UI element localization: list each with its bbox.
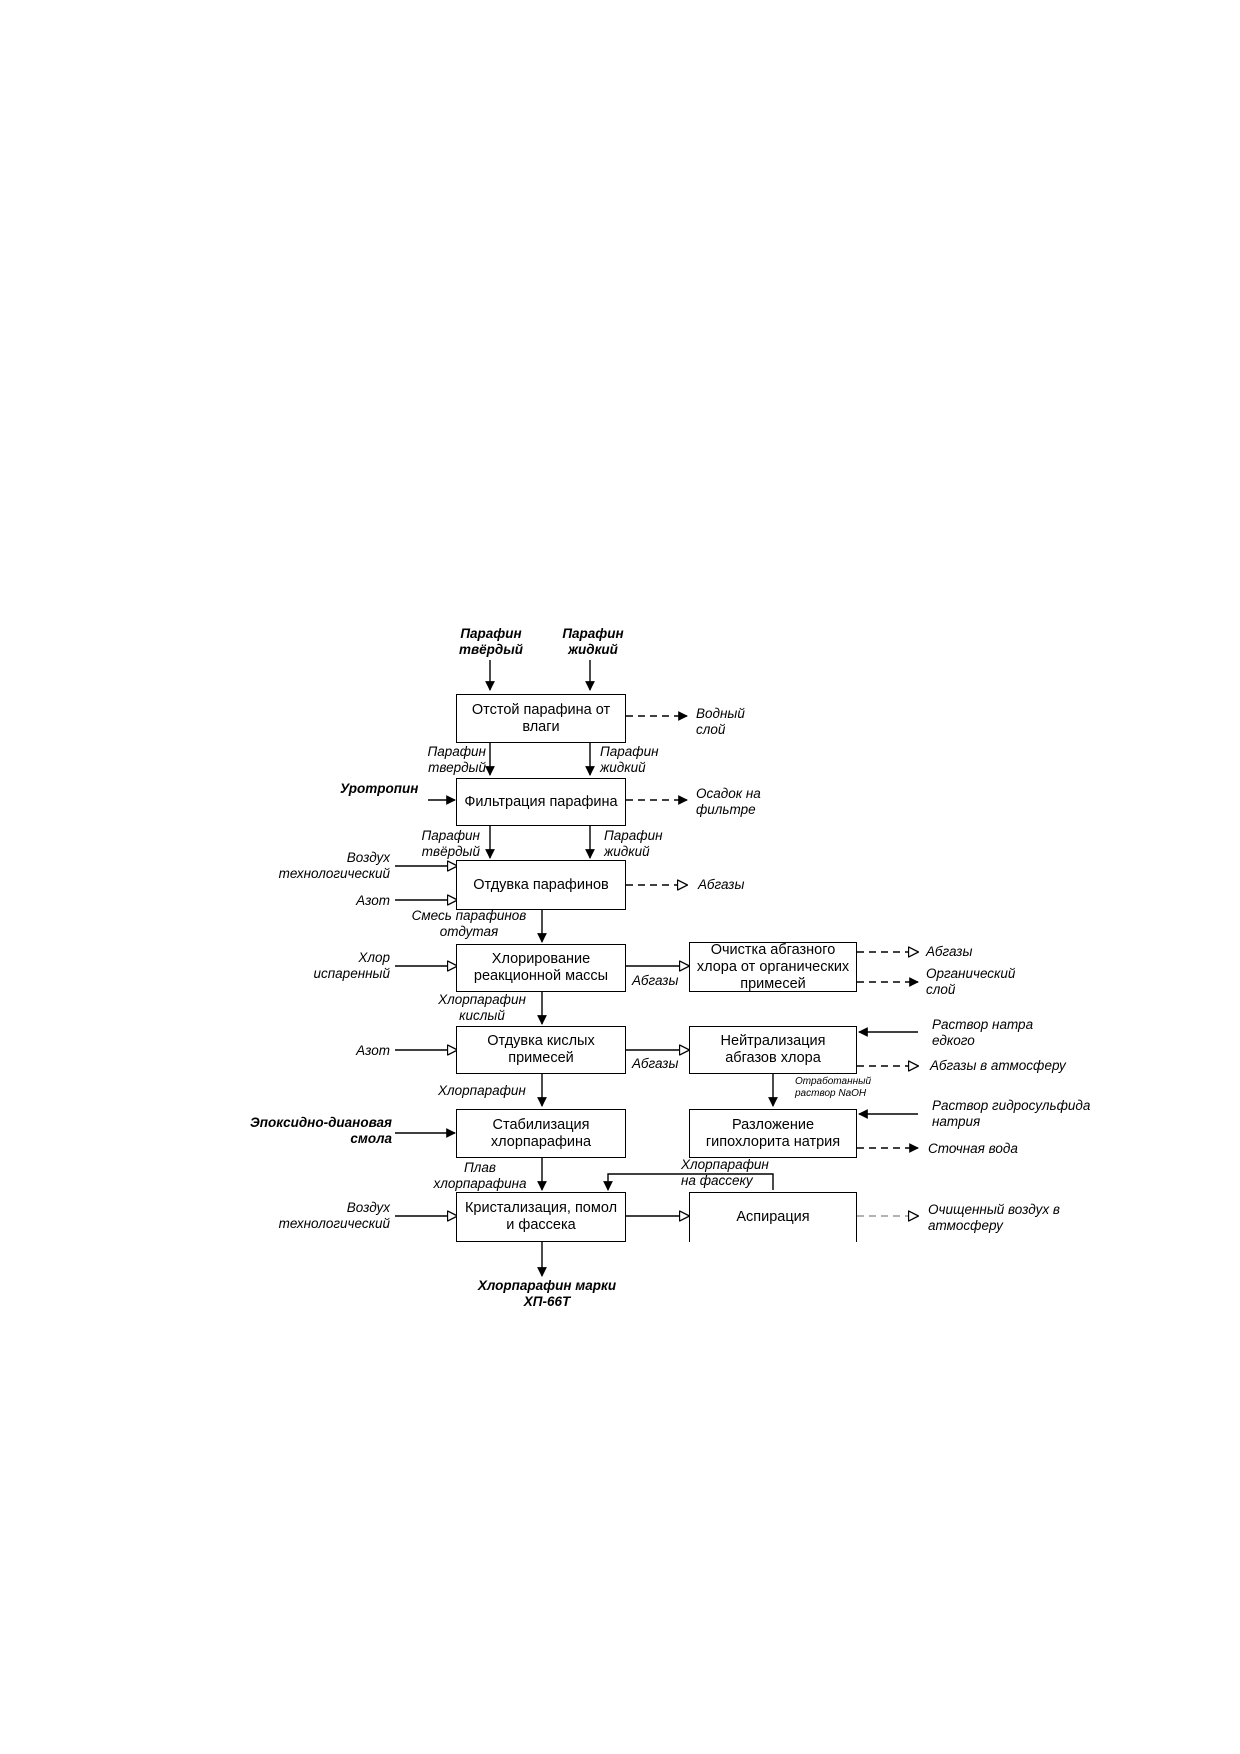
box-neutralization: Нейтрализация абгазов хлора <box>689 1026 857 1074</box>
label-nitrogen-2: Азот <box>356 1043 390 1058</box>
box-settling: Отстой парафина от влаги <box>456 694 626 743</box>
label-chloroparaffin-melt: Плав хлорпарафина <box>433 1160 527 1191</box>
arrow-chloroparaffin-to-packing <box>603 1173 774 1191</box>
box-acid-blowing: Отдувка кислых примесей <box>456 1026 626 1074</box>
box-blowing: Отдувка парафинов <box>456 860 626 910</box>
label-paraffin-liquid-2: Парафин жидкий <box>600 744 659 775</box>
label-offgas-4: Абгазы <box>632 1056 679 1071</box>
label-organic-layer: Органический слой <box>926 966 1016 997</box>
label-chloroparaffin: Хлорпарафин <box>438 1083 526 1098</box>
label-water-layer: Водный слой <box>696 706 745 737</box>
label-offgas-3: Абгазы <box>926 944 973 959</box>
label-sodium-hydrosulfide: Раствор гидросульфида натрия <box>932 1098 1091 1129</box>
box-filtration: Фильтрация парафина <box>456 778 626 826</box>
box-purification: Очистка абгазного хлора от органических … <box>689 942 857 992</box>
label-spent-solution: Отработанный раствор NaOH <box>795 1076 872 1099</box>
label-chlorine-evaporated: Хлор испаренный <box>313 950 390 981</box>
label-air-tech-1: Воздух технологический <box>278 850 390 881</box>
label-chloroparaffin-acid: Хлорпарафин кислый <box>438 992 526 1023</box>
label-waste-water: Сточная вода <box>928 1141 1018 1156</box>
box-stabilization: Стабилизация хлорпарафина <box>456 1109 626 1158</box>
label-paraffin-solid-in: Парафин твёрдый <box>458 626 524 657</box>
label-clean-air: Очищенный воздух в атмосферу <box>928 1202 1060 1233</box>
label-paraffin-solid-3: Парафин твёрдый <box>421 828 480 859</box>
label-epoxy-resin: Эпоксидно-диановая смола <box>250 1115 392 1146</box>
label-paraffin-solid-2: Парафин твердый <box>427 744 486 775</box>
label-naoh-solution: Раствор натра едкого <box>932 1017 1034 1048</box>
label-product: Хлорпарафин марки ХП-66Т <box>477 1278 617 1309</box>
box-crystallization: Кристализация, помол и фассека <box>456 1192 626 1242</box>
box-decomposition: Разложение гипохлорита натрия <box>689 1109 857 1158</box>
label-offgas-1: Абгазы <box>698 877 745 892</box>
label-filter-residue: Осадок на фильтре <box>696 786 761 817</box>
label-offgas-2: Абгазы <box>632 973 679 988</box>
label-paraffin-liquid-in: Парафин жидкий <box>562 626 624 657</box>
label-chloroparaffin-to-packing: Хлорпарафин на фассеку <box>681 1157 769 1188</box>
box-chlorination: Хлорирование реакционной массы <box>456 944 626 992</box>
box-aspiration: Аспирация <box>689 1192 857 1242</box>
label-paraffin-liquid-3: Парафин жидкий <box>604 828 663 859</box>
label-blown-mixture: Смесь парафинов отдутая <box>411 908 527 939</box>
label-air-tech-2: Воздух технологический <box>278 1200 390 1231</box>
label-nitrogen-1: Азот <box>356 893 390 908</box>
label-offgas-atmosphere: Абгазы в атмосферу <box>930 1058 1066 1073</box>
label-urotropin: Уротропин <box>340 781 419 796</box>
